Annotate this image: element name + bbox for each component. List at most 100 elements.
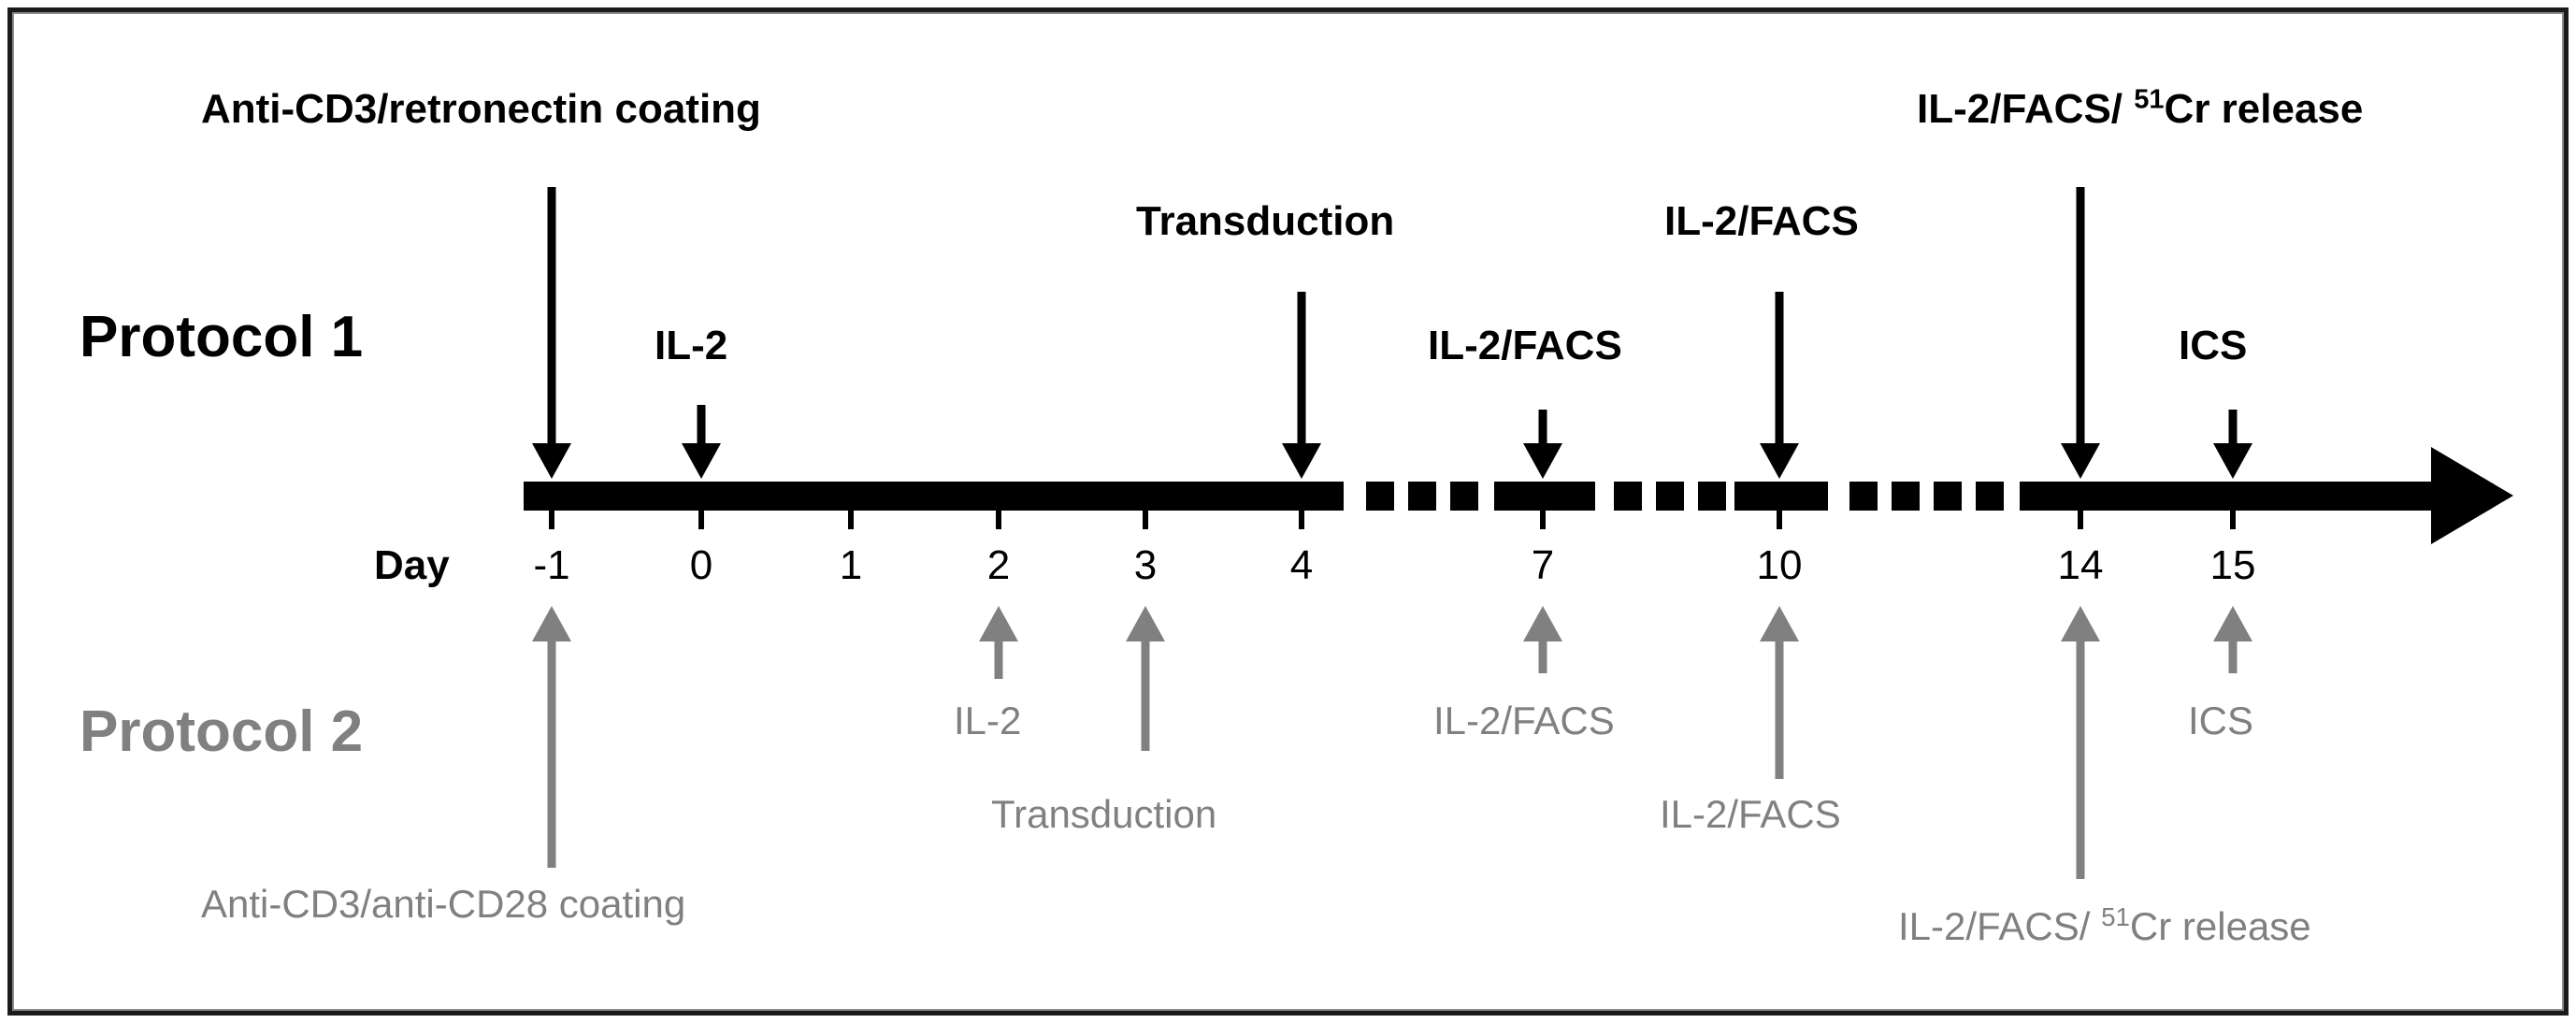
timeline-dash [1408,482,1436,511]
timeline-dash [1976,482,2004,511]
timeline-dash [1366,482,1394,511]
protocol-1-title: Protocol 1 [79,305,364,369]
timeline-segment-solid-2 [1494,482,1595,511]
arrow-shaft [2076,641,2085,879]
timeline-arrow-head-icon [2431,447,2513,544]
arrow-shaft [2228,410,2238,443]
p1-label-day-14-post: Cr release [2164,86,2364,132]
p1-label-day-10: IL-2/FACS [1664,198,1859,244]
timeline-dash [1849,482,1878,511]
figure-inner-border [12,12,2564,1011]
timeline-dash [1656,482,1684,511]
p1-arrow-day--1 [532,187,571,479]
p2-label-day--1: Anti-CD3/anti-CD28 coating [201,882,686,926]
tick-day-0 [698,511,704,529]
arrow-head-up-icon [1126,606,1165,641]
tick-day-15 [2230,511,2236,529]
arrow-head-up-icon [1760,606,1799,641]
p2-arrow-day-3 [1126,606,1165,751]
p1-label-day-0: IL-2 [655,323,728,368]
p2-arrow-day-10 [1760,606,1799,779]
timeline-dash [1450,482,1478,511]
arrow-shaft [547,641,556,868]
p2-label-day-14-superscript: 51 [2101,902,2130,931]
timeline-dash [1698,482,1726,511]
arrow-shaft [1538,410,1547,443]
arrow-shaft [1141,641,1150,751]
p1-label-day-15: ICS [2179,323,2248,368]
p2-arrow-day--1 [532,606,571,868]
p2-arrow-day-14 [2061,606,2100,879]
arrow-head-up-icon [1523,606,1562,641]
p2-arrow-day-15 [2213,606,2252,673]
arrow-head-up-icon [532,606,571,641]
tick-day--1 [549,511,554,529]
day-tick-label-7: 7 [1531,542,1555,588]
p1-arrow-day-10 [1760,292,1799,479]
arrow-shaft [1538,641,1547,673]
p2-label-day-2: IL-2 [954,699,1022,742]
p1-arrow-day-7 [1523,410,1562,479]
arrow-head-down-icon [532,443,571,479]
p2-label-day-14: IL-2/FACS/ 51Cr release [1898,904,2311,948]
tick-day-1 [848,511,854,529]
day-tick-label-0: 0 [689,542,713,588]
arrow-shaft [2076,187,2085,443]
p1-label-day-14-pre: IL-2/FACS/ [1917,86,2135,132]
arrow-shaft [994,641,1003,679]
timeline-dash [1614,482,1642,511]
tick-day-3 [1143,511,1148,529]
arrow-head-down-icon [2213,443,2252,479]
timeline-dash [1934,482,1962,511]
p1-label-day-4: Transduction [1136,198,1395,244]
p1-label-day--1: Anti-CD3/retronectin coating [201,86,761,132]
arrow-head-up-icon [2213,606,2252,641]
p2-label-day-10: IL-2/FACS [1660,792,1841,836]
p1-arrow-day-0 [682,405,721,479]
arrow-head-down-icon [2061,443,2100,479]
arrow-head-down-icon [1282,443,1321,479]
p2-arrow-day-2 [979,606,1018,679]
day-tick-label-4: 4 [1289,542,1314,588]
day-tick-label-2: 2 [986,542,1011,588]
tick-day-10 [1777,511,1782,529]
tick-day-7 [1540,511,1546,529]
arrow-shaft [1297,292,1306,443]
p2-label-day-7: IL-2/FACS [1433,699,1615,742]
day-axis-label: Day [374,542,450,588]
day-tick-label--1: -1 [533,542,570,588]
arrow-shaft [1775,292,1784,443]
day-tick-label-1: 1 [839,542,863,588]
tick-day-2 [996,511,1001,529]
day-tick-label-3: 3 [1133,542,1158,588]
p2-label-day-14-post: Cr release [2129,904,2311,948]
day-tick-label-10: 10 [1756,542,1803,588]
arrow-head-up-icon [2061,606,2100,641]
tick-day-4 [1299,511,1304,529]
timeline-segment-solid-3 [1734,482,1828,511]
p2-arrow-day-7 [1523,606,1562,673]
protocol-2-title: Protocol 2 [79,699,364,764]
p1-label-day-14-superscript: 51 [2134,84,2165,115]
p1-arrow-day-15 [2213,410,2252,479]
figure-outer-border [7,7,2569,1016]
p2-label-day-3: Transduction [991,792,1217,836]
p1-label-day-7: IL-2/FACS [1428,323,1622,368]
p2-label-day-14-pre: IL-2/FACS/ [1898,904,2102,948]
p1-label-day-14: IL-2/FACS/ 51Cr release [1917,86,2364,132]
arrow-shaft [697,405,706,443]
tick-day-14 [2078,511,2083,529]
arrow-shaft [1775,641,1784,779]
arrow-shaft [2228,641,2238,673]
day-tick-label-14: 14 [2057,542,2104,588]
p1-arrow-day-4 [1282,292,1321,479]
timeline-segment-solid-1 [524,482,1344,511]
arrow-head-down-icon [682,443,721,479]
arrow-shaft [547,187,556,443]
p2-label-day-15: ICS [2188,699,2254,742]
day-tick-label-15: 15 [2209,542,2256,588]
timeline-segment-solid-4 [2020,482,2433,511]
timeline-dash [1892,482,1920,511]
p1-arrow-day-14 [2061,187,2100,479]
